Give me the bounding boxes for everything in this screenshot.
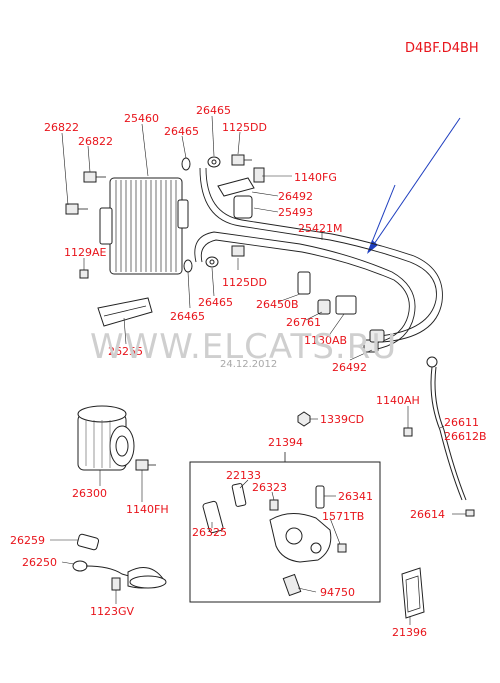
pin-22133 <box>231 483 247 507</box>
cap-1571tb <box>337 543 347 553</box>
clip-1140ah <box>403 427 413 437</box>
bolt-1140fh <box>135 459 156 471</box>
label-1123gv[interactable]: 1123GV <box>90 605 135 618</box>
spring-26341 <box>315 485 325 509</box>
bolt-94750 <box>282 573 302 597</box>
label-26611[interactable]: 26611 <box>444 416 479 429</box>
leader-lines <box>50 115 466 625</box>
label-1130ab[interactable]: 1130AB <box>304 334 347 347</box>
pump-housing <box>269 513 332 563</box>
label-26492-a[interactable]: 26492 <box>278 190 313 203</box>
label-25460[interactable]: 25460 <box>124 112 159 125</box>
bolt-1125dd-a <box>231 154 252 166</box>
label-1125dd-a[interactable]: 1125DD <box>222 121 267 134</box>
label-26822-b[interactable]: 26822 <box>78 135 113 148</box>
gasket-26259 <box>76 533 100 551</box>
washer-26465-b <box>207 156 221 168</box>
washer-26465-d <box>205 256 219 268</box>
label-26450b[interactable]: 26450B <box>256 298 299 311</box>
clamp-25493 <box>233 195 253 219</box>
part-labels: 26822 26822 25460 26465 26465 1125DD 114… <box>10 104 487 639</box>
bolt-26822-a <box>83 171 106 183</box>
bolt-1125dd-b <box>231 245 245 257</box>
label-26612b[interactable]: 26612B <box>444 430 487 443</box>
label-26259[interactable]: 26259 <box>10 534 45 547</box>
washer-26465-c <box>183 259 193 273</box>
label-25493[interactable]: 25493 <box>278 206 313 219</box>
label-26822-a[interactable]: 26822 <box>44 121 79 134</box>
oil-strainer-26250 <box>72 560 167 589</box>
bolt-26325 <box>202 500 224 534</box>
screw-1129ae <box>79 269 89 279</box>
label-1339cd[interactable]: 1339CD <box>320 413 364 426</box>
label-26341[interactable]: 26341 <box>338 490 373 503</box>
bolt-26822-b <box>65 203 88 215</box>
plug-26323 <box>269 499 279 511</box>
model-code: D4BF.D4BH <box>405 41 479 56</box>
label-22133[interactable]: 22133 <box>226 469 261 482</box>
label-26492-b[interactable]: 26492 <box>332 361 367 374</box>
pointer-arrow <box>367 117 461 254</box>
bolt-1123gv <box>111 577 121 591</box>
label-26255[interactable]: 26255 <box>108 345 143 358</box>
watermark-text: WWW.ELCATS.RU <box>90 327 397 367</box>
label-26465-a[interactable]: 26465 <box>196 104 231 117</box>
label-26761[interactable]: 26761 <box>286 316 321 329</box>
label-1140fg[interactable]: 1140FG <box>294 171 337 184</box>
label-26465-b[interactable]: 26465 <box>164 125 199 138</box>
oil-filter-26300 <box>77 405 135 471</box>
nut-1339cd <box>297 411 311 427</box>
oil-cooler-hoses <box>194 167 443 351</box>
fitting-1140fg <box>253 167 265 183</box>
watermark-date: 24.12.2012 <box>220 359 277 370</box>
clamp-26492-a <box>217 177 255 197</box>
clamp-26761 <box>317 299 331 315</box>
label-26300[interactable]: 26300 <box>72 487 107 500</box>
bolt-1130ab <box>335 295 357 315</box>
label-1140fh[interactable]: 1140FH <box>126 503 169 516</box>
clip-26450b <box>297 271 311 295</box>
clip-26614 <box>465 509 475 517</box>
oil-pump-box <box>189 452 381 603</box>
label-21394[interactable]: 21394 <box>268 436 303 449</box>
label-1129ae[interactable]: 1129AE <box>64 246 107 259</box>
label-94750[interactable]: 94750 <box>320 586 355 599</box>
label-26250[interactable]: 26250 <box>22 556 57 569</box>
label-26465-d[interactable]: 26465 <box>170 310 205 323</box>
label-26614[interactable]: 26614 <box>410 508 445 521</box>
label-1571tb[interactable]: 1571TB <box>322 510 364 523</box>
label-25421m[interactable]: 25421M <box>298 222 342 235</box>
oil-level-gauge <box>426 356 467 501</box>
fitting-26492-b <box>363 329 385 353</box>
washer-26465-a <box>181 157 191 171</box>
label-26325[interactable]: 26325 <box>192 526 227 539</box>
label-1140ah[interactable]: 1140AH <box>376 394 420 407</box>
oil-cooler <box>99 177 189 275</box>
label-26465-c[interactable]: 26465 <box>198 296 233 309</box>
bracket-26255 <box>97 297 153 327</box>
gasket-21396 <box>401 567 425 619</box>
label-1125dd-b[interactable]: 1125DD <box>222 276 267 289</box>
label-26323[interactable]: 26323 <box>252 481 287 494</box>
label-21396[interactable]: 21396 <box>392 626 427 639</box>
